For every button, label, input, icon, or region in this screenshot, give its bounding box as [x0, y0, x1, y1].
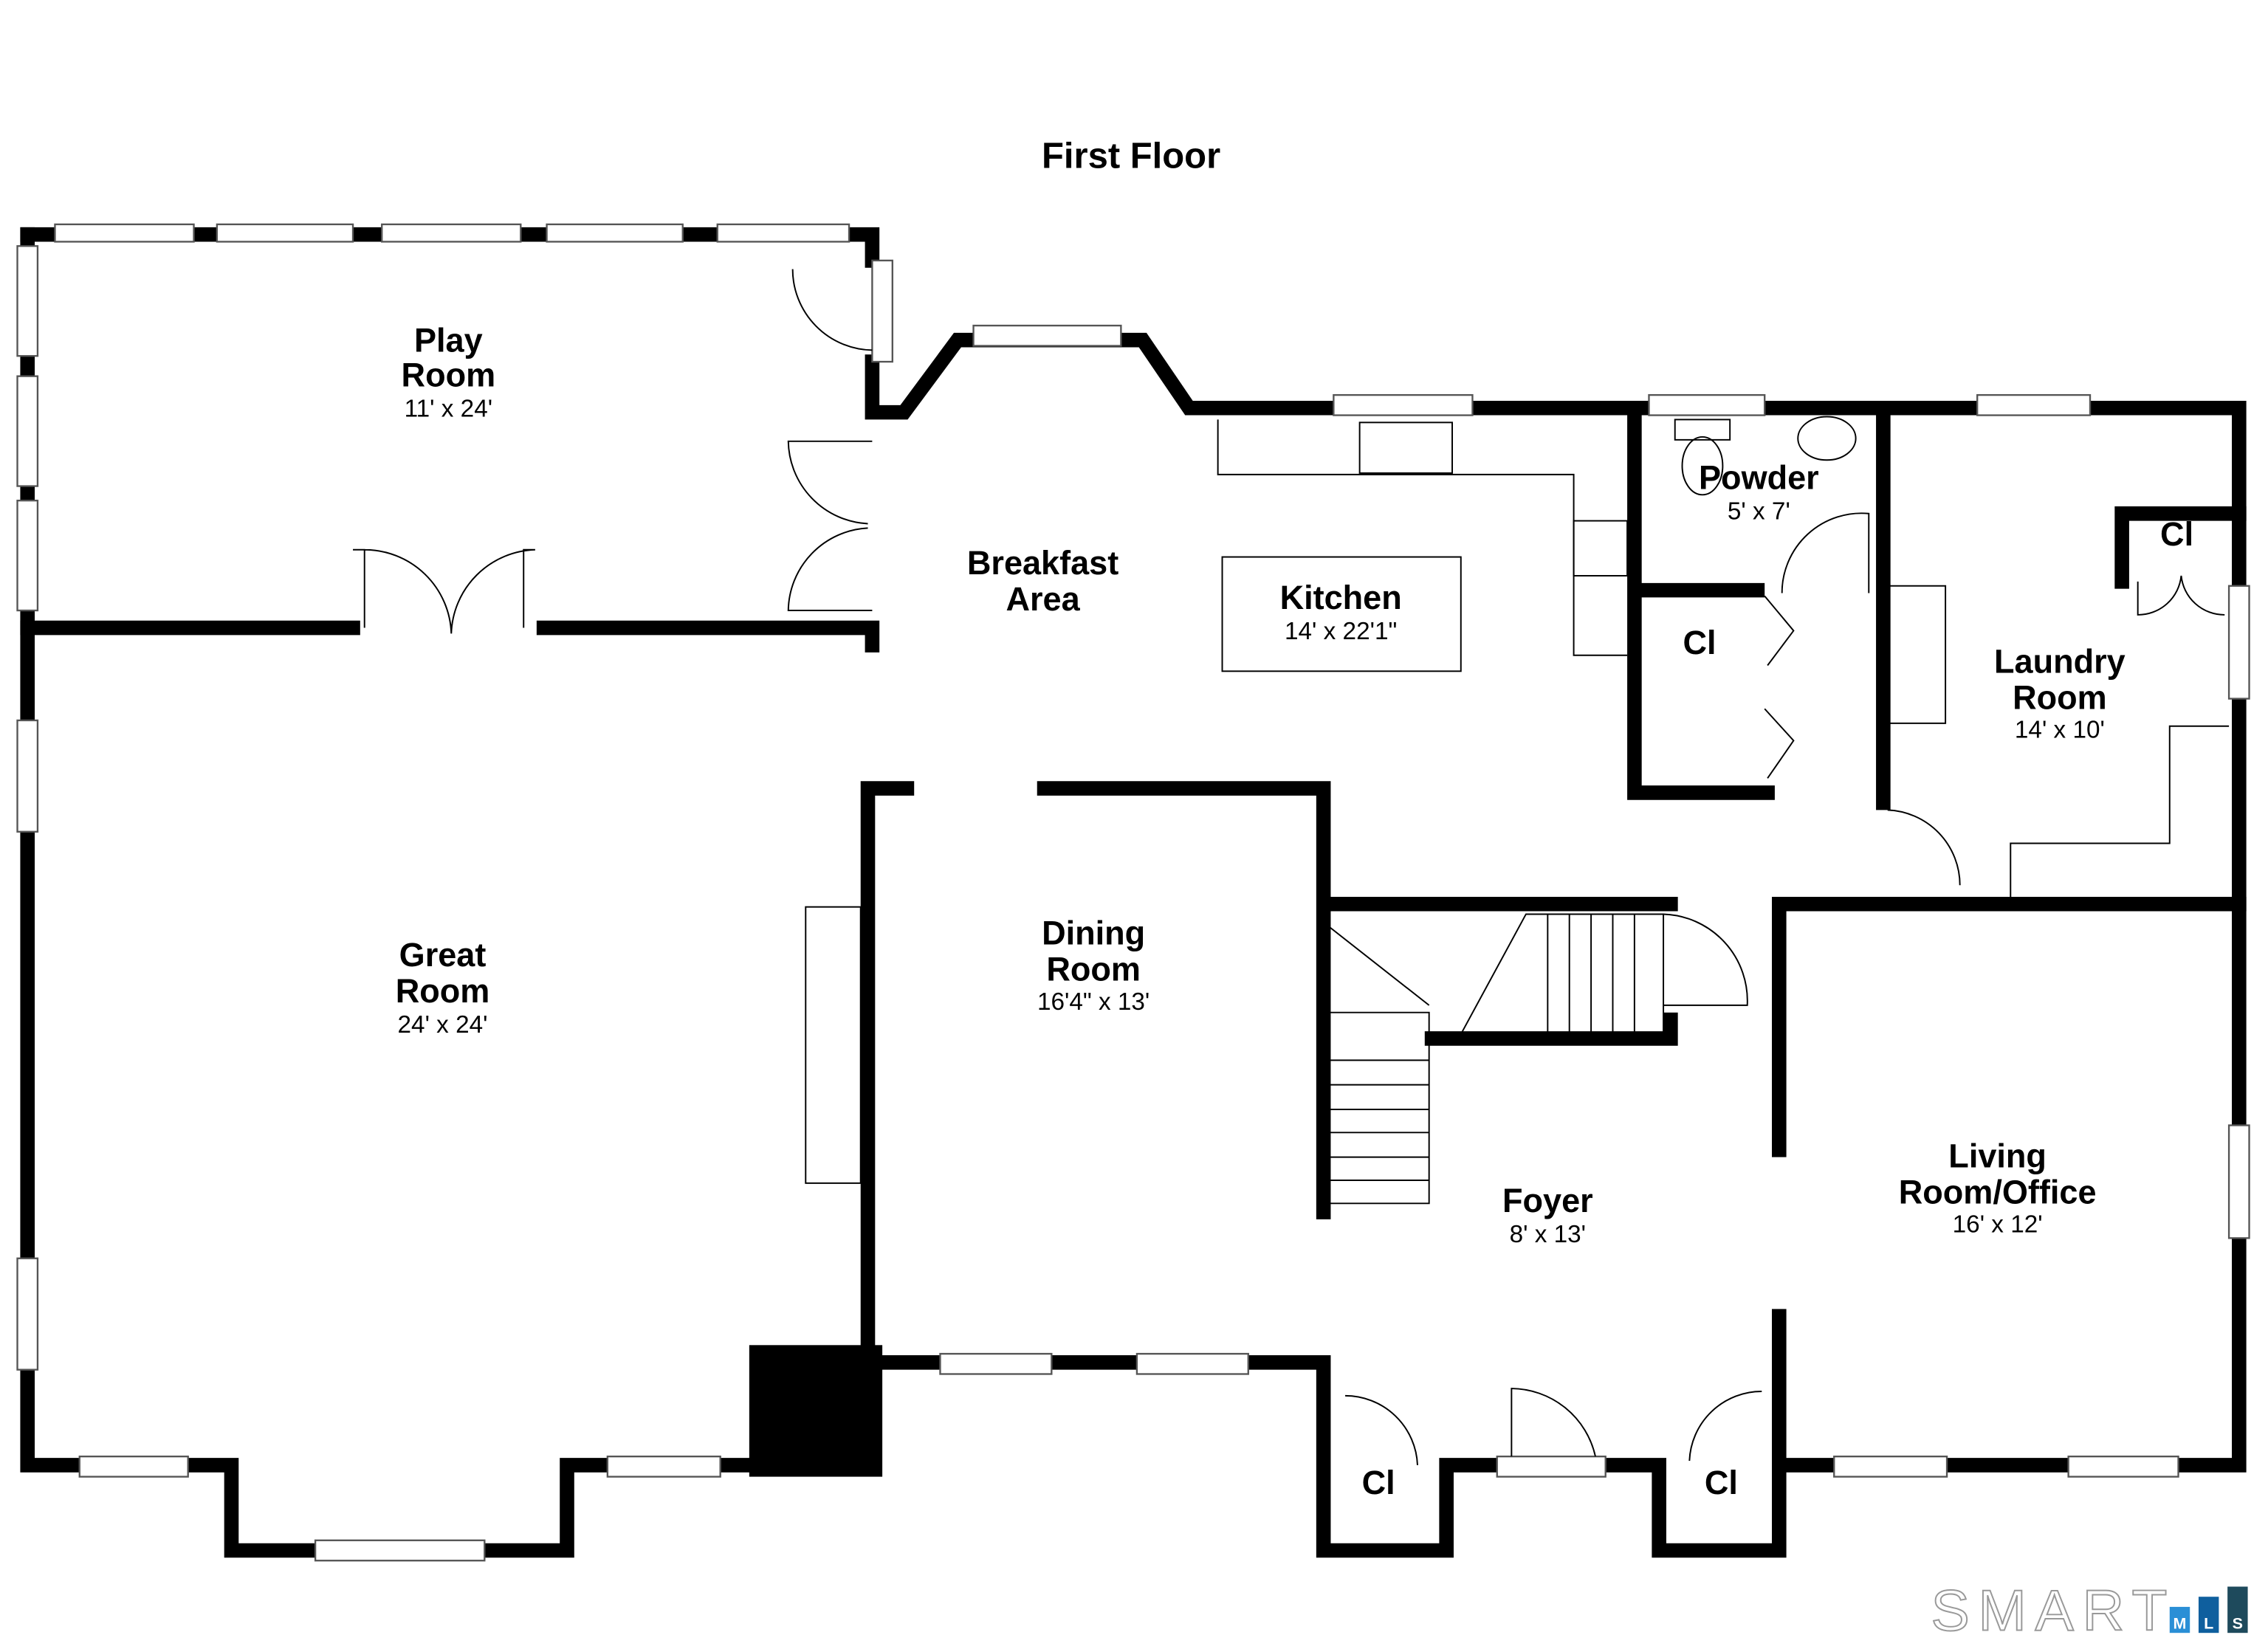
room-labels: Play Room 11' x 24' Breakfast Area Kitch… — [396, 321, 2193, 1501]
great-room-dimensions: 24' x 24' — [398, 1011, 488, 1039]
hall-closet-label: Cl — [1683, 624, 1717, 661]
logo-bar-l — [2198, 1597, 2219, 1633]
laundry-room-dimensions: 14' x 10' — [2015, 716, 2105, 743]
powder-label: Powder — [1699, 458, 1819, 496]
windows — [16, 223, 2250, 1562]
logo-bar-m — [2169, 1606, 2190, 1633]
laundry-room-label: Laundry — [1994, 642, 2126, 680]
powder-dimensions: 5' x 7' — [1728, 498, 1790, 526]
living-room-label: Living — [1948, 1137, 2047, 1174]
breakfast-area-label-2: Area — [1006, 580, 1080, 618]
breakfast-area-label: Breakfast — [967, 544, 1118, 582]
logo-text: SMART — [1931, 1577, 2176, 1642]
chimney — [749, 1345, 883, 1477]
play-room-dimensions: 11' x 24' — [405, 396, 492, 423]
living-room-dimensions: 16' x 12' — [1953, 1211, 2043, 1238]
foyer-label: Foyer — [1502, 1182, 1593, 1219]
logo-letter-l: L — [2204, 1614, 2213, 1632]
foyer-left-closet-label: Cl — [1362, 1464, 1395, 1501]
logo-letter-m: M — [2174, 1614, 2187, 1632]
interior-walls — [20, 400, 2247, 1370]
doors-and-fixtures — [353, 269, 2230, 1465]
foyer-dimensions: 8' x 13' — [1510, 1221, 1586, 1248]
foyer-right-closet-label: Cl — [1705, 1464, 1738, 1501]
play-room-label: Play — [414, 321, 483, 359]
dining-room-dimensions: 16'4" x 13' — [1037, 988, 1150, 1016]
great-room-label: Great — [399, 936, 487, 974]
play-room-label-2: Room — [402, 356, 496, 393]
kitchen-label: Kitchen — [1280, 579, 1402, 616]
great-room-label-2: Room — [396, 972, 490, 1010]
dining-room-label: Dining — [1042, 915, 1145, 952]
laundry-room-label-2: Room — [2013, 678, 2107, 716]
dining-room-label-2: Room — [1046, 951, 1141, 988]
logo-letter-s: S — [2233, 1614, 2243, 1632]
floor-title: First Floor — [1042, 137, 1220, 176]
smart-mls-logo: SMART M L S — [1931, 1577, 2248, 1643]
logo-bar-s — [2227, 1586, 2248, 1633]
laundry-closet-label: Cl — [2160, 515, 2193, 553]
exterior-walls — [20, 227, 2247, 1558]
living-room-label-2: Room/Office — [1899, 1173, 2097, 1211]
kitchen-dimensions: 14' x 22'1" — [1285, 618, 1397, 645]
